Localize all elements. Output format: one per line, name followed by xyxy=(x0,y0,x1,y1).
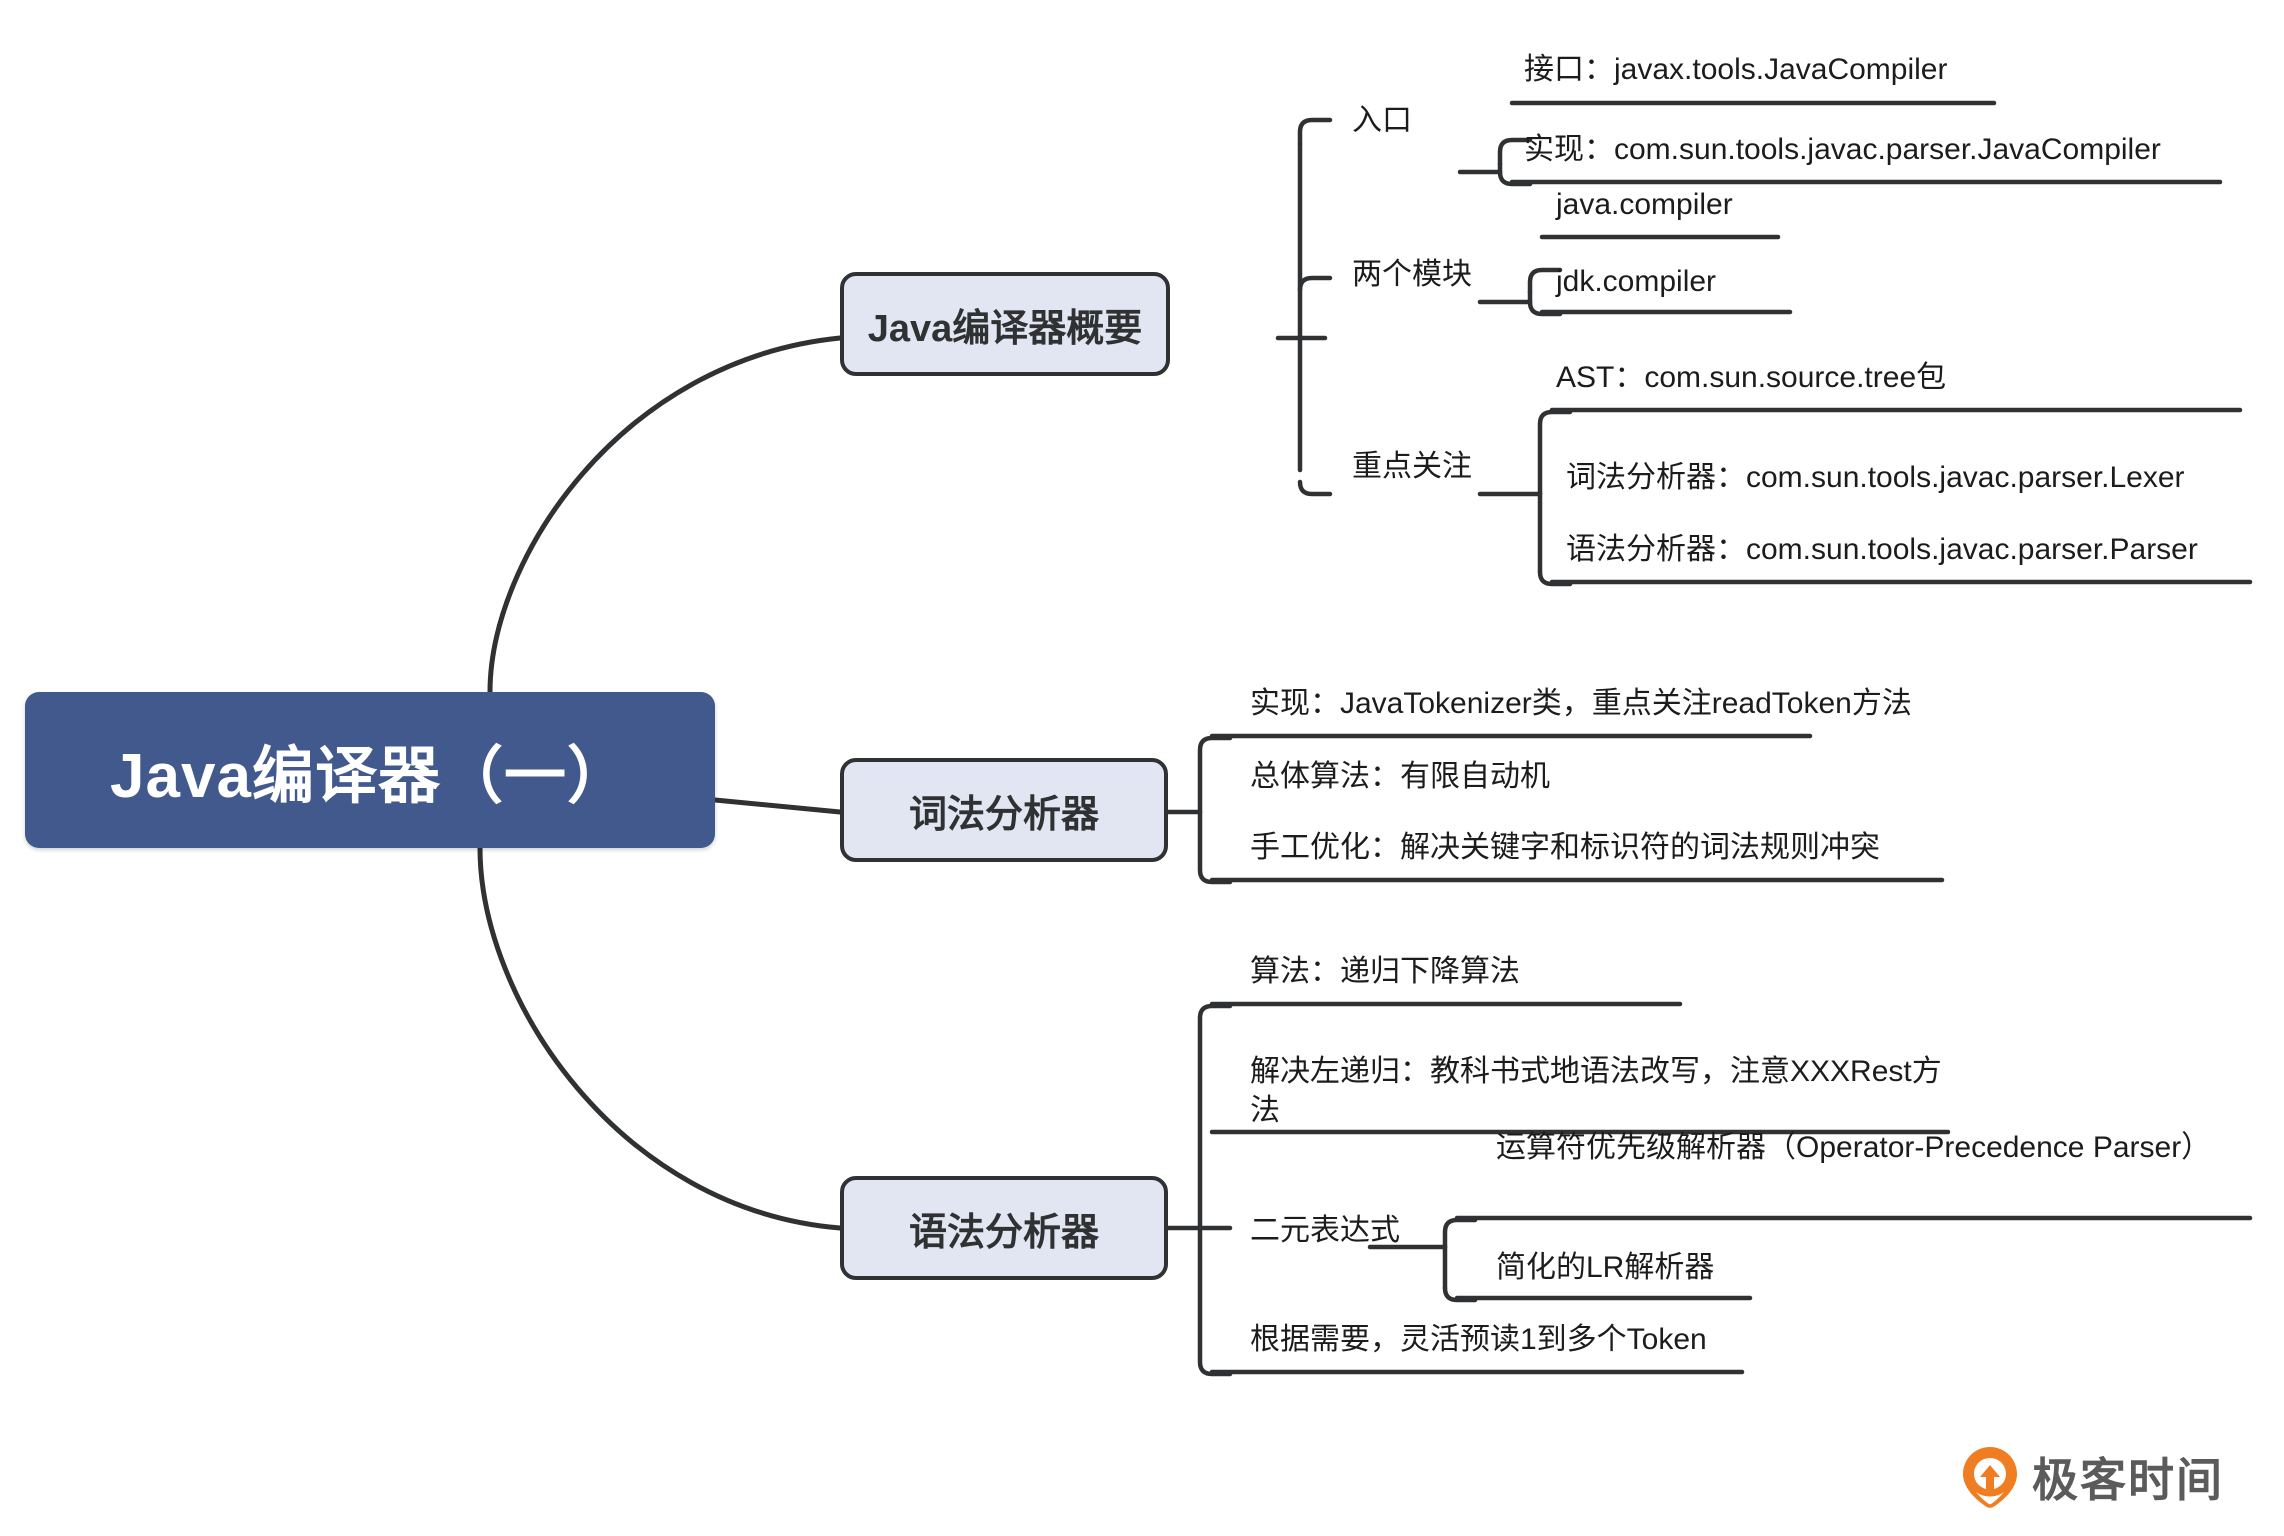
leaf-entry-interface[interactable]: 接口：javax.tools.JavaCompiler xyxy=(1524,53,1948,86)
geektime-brand-text: 极客时间 xyxy=(2032,1454,2224,1506)
root-node[interactable]: Java编译器（一） xyxy=(25,692,715,848)
leaf-lexer-optimization[interactable]: 手工优化：解决关键字和标识符的词法规则冲突 xyxy=(1250,831,1880,864)
leaf-binary-operator-precedence[interactable]: 运算符优先级解析器（Operator-Precedence Parser） xyxy=(1496,1131,2212,1164)
leaf-lexer-algorithm[interactable]: 总体算法：有限自动机 xyxy=(1250,760,1550,793)
leaf-focus-parser[interactable]: 语法分析器：com.sun.tools.javac.parser.Parser xyxy=(1566,533,2198,566)
sub-label-binary-expression[interactable]: 二元表达式 xyxy=(1250,1214,1400,1247)
geektime-pin-icon xyxy=(1962,1446,2018,1508)
leaf-lexer-implementation[interactable]: 实现：JavaTokenizer类，重点关注readToken方法 xyxy=(1250,687,1912,720)
leaf-binary-simplified-lr[interactable]: 简化的LR解析器 xyxy=(1496,1251,1715,1284)
sub-label-two-modules[interactable]: 两个模块 xyxy=(1352,258,1472,291)
branch-node-lexer-label: 词法分析器 xyxy=(908,793,1099,836)
leaf-focus-lexer[interactable]: 词法分析器：com.sun.tools.javac.parser.Lexer xyxy=(1566,461,2185,494)
geektime-logo: 极客时间 xyxy=(1962,1444,2224,1510)
branch-node-overview[interactable]: Java编译器概要 xyxy=(840,272,1170,376)
leaf-module-java-compiler[interactable]: java.compiler xyxy=(1556,188,1733,221)
leaf-parser-algorithm[interactable]: 算法：递归下降算法 xyxy=(1250,955,1520,988)
leaf-parser-lookahead[interactable]: 根据需要，灵活预读1到多个Token xyxy=(1250,1323,1707,1356)
sub-label-key-focus[interactable]: 重点关注 xyxy=(1352,450,1472,483)
leaf-module-jdk-compiler[interactable]: jdk.compiler xyxy=(1556,265,1717,298)
branch-node-parser-label: 语法分析器 xyxy=(908,1211,1099,1254)
branch-node-parser[interactable]: 语法分析器 xyxy=(840,1176,1168,1280)
leaf-parser-left-recursion[interactable]: 解决左递归：教科书式地语法改写，注意XXXRest方法 xyxy=(1250,1055,1942,1127)
branch-node-lexer[interactable]: 词法分析器 xyxy=(840,758,1168,862)
root-node-label: Java编译器（一） xyxy=(110,742,630,811)
leaf-focus-ast[interactable]: AST：com.sun.source.tree包 xyxy=(1556,361,1947,394)
sub-label-entry[interactable]: 入口 xyxy=(1352,104,1412,137)
leaf-entry-implementation[interactable]: 实现：com.sun.tools.javac.parser.JavaCompil… xyxy=(1524,133,2161,166)
branch-node-overview-label: Java编译器概要 xyxy=(867,307,1143,350)
